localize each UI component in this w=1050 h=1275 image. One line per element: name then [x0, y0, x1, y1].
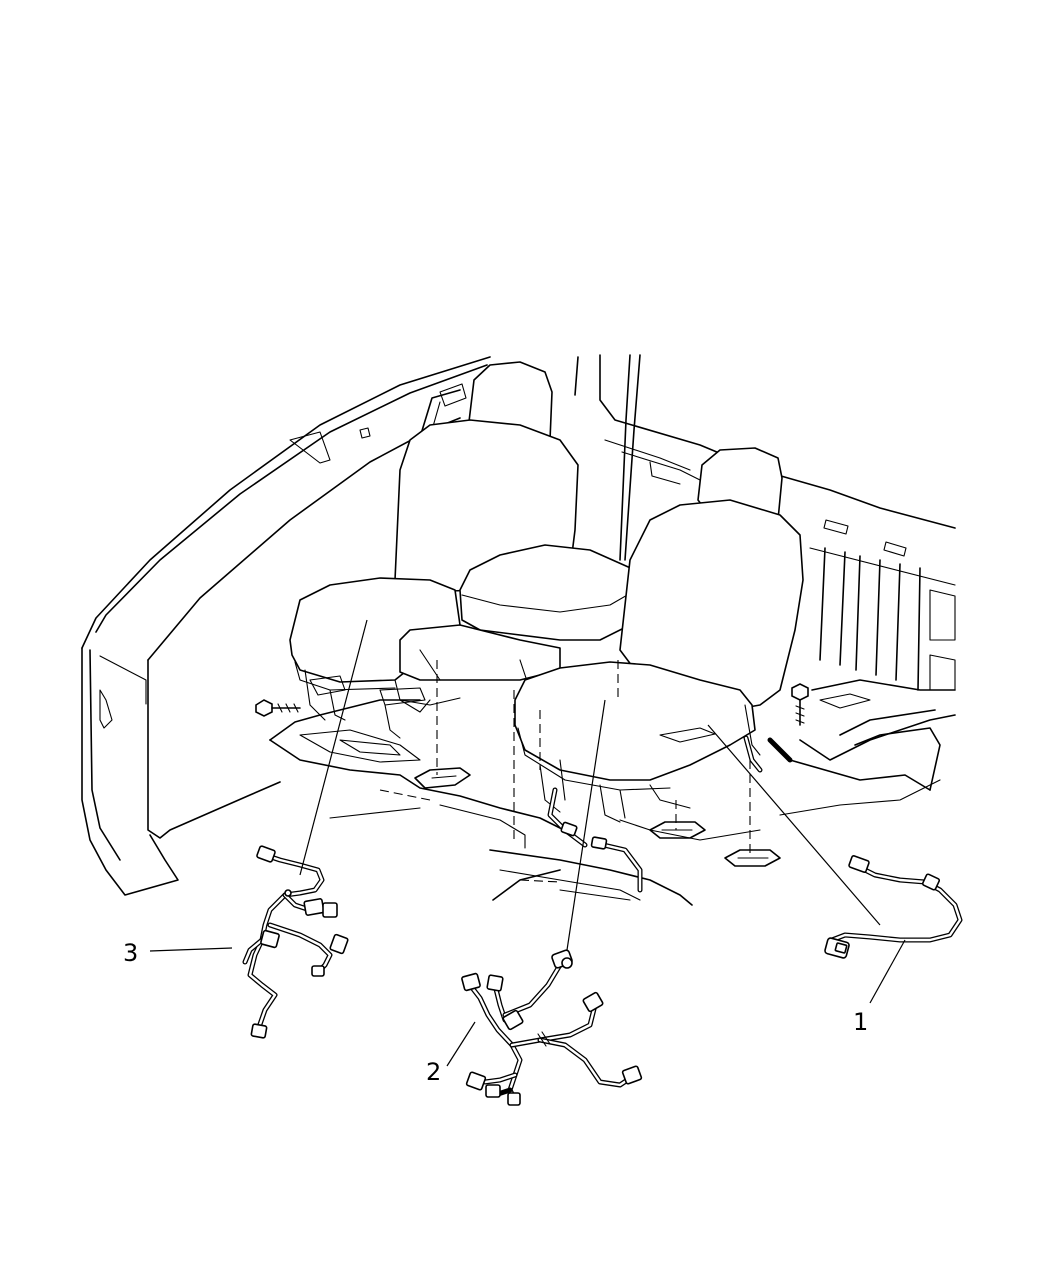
projection-lines: [379, 660, 751, 883]
wiring-harness-2: [461, 949, 643, 1106]
callout-3: 3: [123, 939, 138, 967]
callout-1: 1: [853, 1008, 868, 1036]
wiring-harness-3: [242, 845, 349, 1039]
callout-2: 2: [426, 1058, 441, 1086]
bolt-left: [255, 699, 301, 717]
right-seat: [514, 447, 804, 823]
floor-mount-pockets: [414, 767, 781, 867]
wiring-harness-1: [824, 855, 963, 959]
installed-harness: [547, 735, 793, 893]
bolt-right: [791, 683, 809, 726]
center-console: [399, 544, 639, 691]
leader-lines: [149, 619, 906, 1067]
